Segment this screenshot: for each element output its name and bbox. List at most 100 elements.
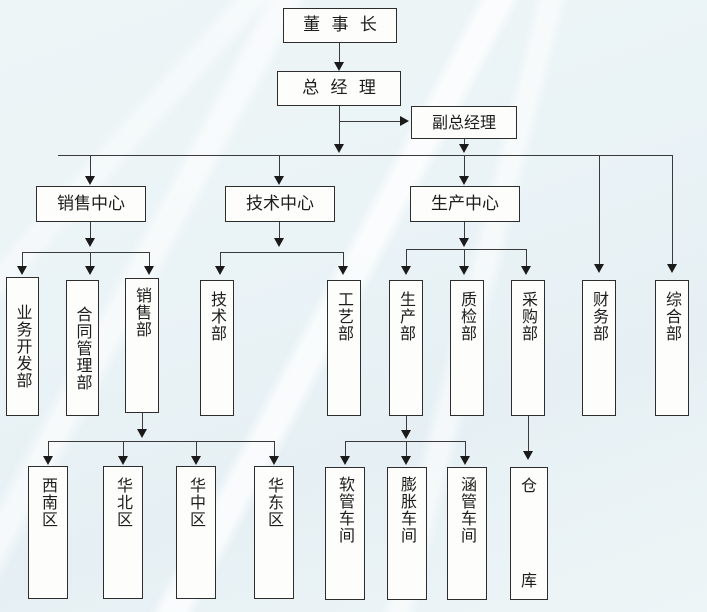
arrowhead-sales-dept-down [137,429,147,438]
connector-prod-bus-to-quality-dept [464,249,466,270]
node-warehouse-label-top: 仓 [520,476,537,495]
arrowhead-to-business-dev-dept [17,266,27,275]
node-sales-dept[interactable]: 销售部 [125,278,159,413]
node-warehouse-label-bottom: 库 [520,571,537,590]
node-region-east[interactable]: 华东区 [254,466,294,599]
node-hose-workshop-label: 软管车间 [336,476,355,544]
bus-workshops [345,441,466,443]
node-region-east-label: 华东区 [265,477,284,528]
bus-production-center [406,249,527,251]
arrowhead-to-warehouse [523,451,533,460]
bus-level3 [58,155,672,157]
node-tech-dept[interactable]: 技术部 [200,280,234,416]
connector-tech-bus-to-process-dept [343,252,345,270]
node-chairman[interactable]: 董 事 长 [283,8,397,43]
connector-gm-to-bus [339,106,341,148]
connector-workshops-bus-to-expansion [406,441,408,460]
connector-regions-bus-to-north [123,441,125,460]
node-general-affairs-dept-label: 综合部 [663,291,682,342]
arrowhead-bus-to-tech-center [274,176,284,185]
arrowhead-production-dept-down [401,430,411,439]
node-contract-mgmt-dept-label: 合同管理部 [73,305,93,391]
connector-regions-bus-to-central [196,441,198,460]
arrowhead-to-purchasing-dept [521,266,531,275]
connector-sales-dept-down [142,413,144,433]
connector-chairman-to-gm [339,43,341,66]
node-region-north-label: 华北区 [114,477,133,528]
arrowhead-gm-to-bus [334,144,344,153]
node-region-central[interactable]: 华中区 [176,466,216,599]
arrowhead-to-production-dept [401,266,411,275]
arrowhead-bus-to-general-affairs-dept [667,264,677,273]
bus-sales-center [22,252,150,254]
node-deputy-general-manager-label: 副总经理 [431,112,496,132]
arrowhead-bus-to-finance-dept [594,264,604,273]
connector-sales-bus-to-contract-mgmt [90,252,92,270]
arrowhead-to-region-southwest [43,456,53,465]
node-warehouse[interactable]: 仓 库 [510,467,548,600]
node-hose-workshop[interactable]: 软管车间 [325,467,365,600]
node-deputy-general-manager[interactable]: 副总经理 [411,106,517,139]
node-tech-center[interactable]: 技术中心 [225,186,335,222]
node-finance-dept[interactable]: 财务部 [582,280,616,416]
connector-regions-bus-to-southwest [48,441,50,460]
node-general-manager[interactable]: 总 经 理 [277,71,401,106]
connector-sales-center-down [90,222,92,242]
arrowhead-to-region-north [118,456,128,465]
arrowhead-to-contract-mgmt-dept [85,266,95,275]
arrowhead-to-region-east [269,456,279,465]
node-production-dept-label: 生产部 [397,291,416,342]
node-general-manager-label: 总 经 理 [302,78,379,98]
connector-production-center-down [464,222,466,242]
connector-purchasing-to-warehouse [528,416,530,455]
arrowhead-to-quality-dept [459,266,469,275]
node-purchasing-dept[interactable]: 采购部 [511,280,545,416]
node-business-dev-dept[interactable]: 业务开发部 [6,277,39,416]
node-region-southwest-label: 西南区 [39,477,58,528]
node-purchasing-dept-label: 采购部 [519,291,538,342]
connector-sales-bus-to-sales-dept [149,252,151,270]
connector-bus-to-general-affairs-dept [672,155,674,268]
node-business-dev-dept-label: 业务开发部 [13,304,33,389]
connector-sales-bus-to-business-dev [22,252,24,270]
arrowhead-chairman-to-gm [334,62,344,71]
node-expansion-workshop[interactable]: 膨胀车间 [387,467,427,600]
arrowhead-deputy-to-bus [459,144,469,153]
node-process-dept-label: 工艺部 [335,291,354,342]
arrowhead-to-tech-dept [215,266,225,275]
connector-prod-bus-to-production-dept [406,249,408,270]
arrowhead-production-center-down [459,238,469,247]
node-process-dept[interactable]: 工艺部 [327,280,361,416]
connector-bus-to-sales-center [90,155,92,180]
connector-prod-bus-to-purchasing-dept [526,249,528,270]
node-tech-dept-label: 技术部 [208,291,227,342]
arrowhead-bus-to-production-center [459,176,469,185]
arrowhead-to-sales-dept [144,266,154,275]
node-expansion-workshop-label: 膨胀车间 [398,476,417,544]
connector-bus-to-production-center [464,155,466,180]
arrowhead-sales-center-down [85,238,95,247]
node-sales-center-label: 销售中心 [57,193,125,214]
node-production-center-label: 生产中心 [431,193,499,214]
node-region-north[interactable]: 华北区 [103,466,143,599]
node-quality-dept-label: 质检部 [458,291,477,342]
node-culvert-workshop[interactable]: 涵管车间 [447,467,487,600]
node-contract-mgmt-dept[interactable]: 合同管理部 [66,280,99,416]
node-sales-dept-label: 销售部 [133,287,152,338]
node-sales-center[interactable]: 销售中心 [36,186,146,222]
arrowhead-to-culvert-workshop [460,456,470,465]
node-region-southwest[interactable]: 西南区 [28,466,68,599]
node-finance-dept-label: 财务部 [590,291,609,342]
node-quality-dept[interactable]: 质检部 [450,280,484,416]
node-production-dept[interactable]: 生产部 [389,280,423,416]
connector-deputy-to-bus [464,139,466,148]
connector-tech-bus-to-tech-dept [220,252,222,270]
connector-gm-to-deputy [339,121,401,123]
node-production-center[interactable]: 生产中心 [410,186,520,222]
connector-bus-to-tech-center [279,155,281,180]
node-tech-center-label: 技术中心 [246,193,314,214]
node-chairman-label: 董 事 长 [303,15,380,35]
node-general-affairs-dept[interactable]: 综合部 [655,280,689,416]
arrowhead-to-process-dept [338,266,348,275]
